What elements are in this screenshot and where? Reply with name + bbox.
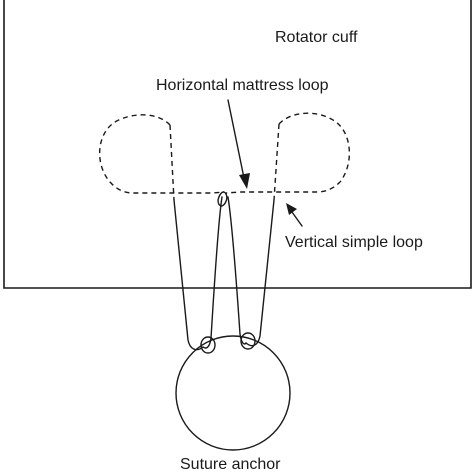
- right-dashed-loop: [225, 112, 351, 194]
- horizontal-mattress-arrow: [227, 99, 250, 189]
- right-suture-limb: [245, 199, 275, 347]
- suture-anchor-label: Suture anchor: [180, 456, 281, 473]
- rotator-cuff-outline: [3, 0, 472, 289]
- horizontal-mattress-loop-label: Horizontal mattress loop: [156, 77, 329, 94]
- left-suture-limb: [173, 199, 204, 351]
- rotator-cuff-label: Rotator cuff: [275, 29, 358, 46]
- mattress-crossing: [217, 191, 228, 207]
- left-inner-limb: [202, 196, 223, 349]
- right-inner-limb: [227, 196, 247, 345]
- right-eyelet: [240, 332, 256, 350]
- vertical-simple-arrow: [286, 203, 303, 227]
- vertical-simple-loop-label: Vertical simple loop: [285, 234, 423, 251]
- dashed-vertical-strands: [169, 123, 280, 201]
- suture-anchor-circle: [175, 335, 291, 451]
- left-dashed-loop: [98, 114, 225, 194]
